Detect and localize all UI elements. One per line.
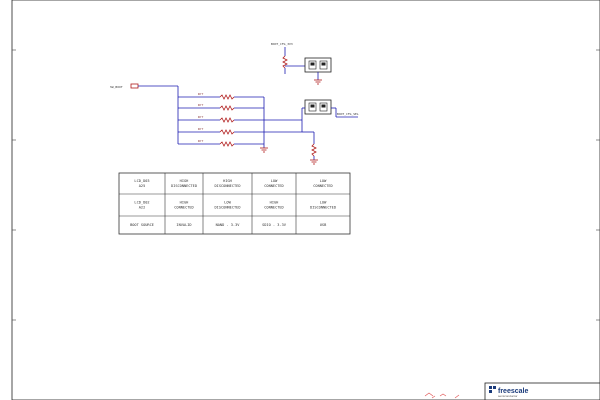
table-cell: NAND - 3.3V [216,223,241,227]
sheet-border [11,0,600,400]
resistor-row: R?? [178,103,264,111]
resistor-label: R?? [198,115,204,119]
resistor-row: R?? [178,115,302,123]
brand-tagline: semiconductor [498,394,518,398]
resistor-label: R?? [198,127,204,131]
table-cell: BOOT SOURCE [130,223,154,227]
input-net-port: SW_BOOT [110,83,178,89]
dip-switch-bottom: BOOT_CFG_SEL [301,99,359,165]
resistor-label: R?? [198,139,204,143]
title-block: freescale semiconductor [484,382,600,400]
pullup-resistor-symbol [282,55,288,69]
pulldown-resistor-symbol [311,143,317,157]
resistor-row: R?? [178,92,264,100]
resistor-label: R?? [198,103,204,107]
table-cell: INVALID [176,223,191,227]
freescale-logo-icon [489,386,496,393]
resistor-label: R?? [198,92,204,96]
ground-rail [260,97,268,153]
resistor-symbol [219,141,235,147]
right-out-label: BOOT_CFG_SEL [337,112,359,116]
resistor-symbol [219,105,235,111]
dip-switch-top: BOOT_CFG_3V3 [271,42,332,85]
resistor-row: R?? [178,127,302,135]
table-cell: SDIO - 3.3V [262,223,287,227]
border-zone-ticks [12,49,600,321]
switch-body [304,99,332,115]
resistor-symbol [219,117,235,123]
resistor-symbol [219,94,235,100]
brand-name: freescale [498,388,528,395]
resistor-symbol [219,129,235,135]
input-net-label: SW_BOOT [110,85,123,89]
top-power-label: BOOT_CFG_3V3 [271,42,293,46]
revision-marks [424,392,460,399]
resistor-row: R?? [178,139,264,147]
table-cell: USB [320,223,327,227]
